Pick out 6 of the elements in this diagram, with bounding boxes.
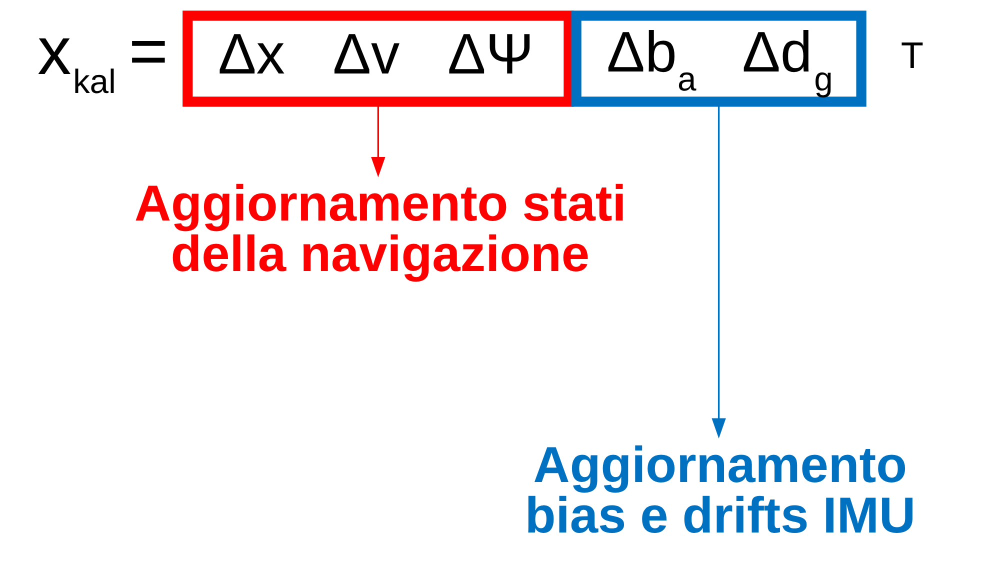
label: x$_{kal}$ = — [37, 14, 168, 101]
node-box: Δx Δv ΔΨ — [182, 10, 574, 107]
label: T — [900, 34, 924, 76]
node-text: Aggiornamento stati della navigazione — [134, 174, 626, 282]
node-box: Δb$_{a}$ Δd$_{g}$ — [570, 10, 866, 107]
node-text: Aggiornamento bias e drifts IMU — [524, 436, 916, 544]
